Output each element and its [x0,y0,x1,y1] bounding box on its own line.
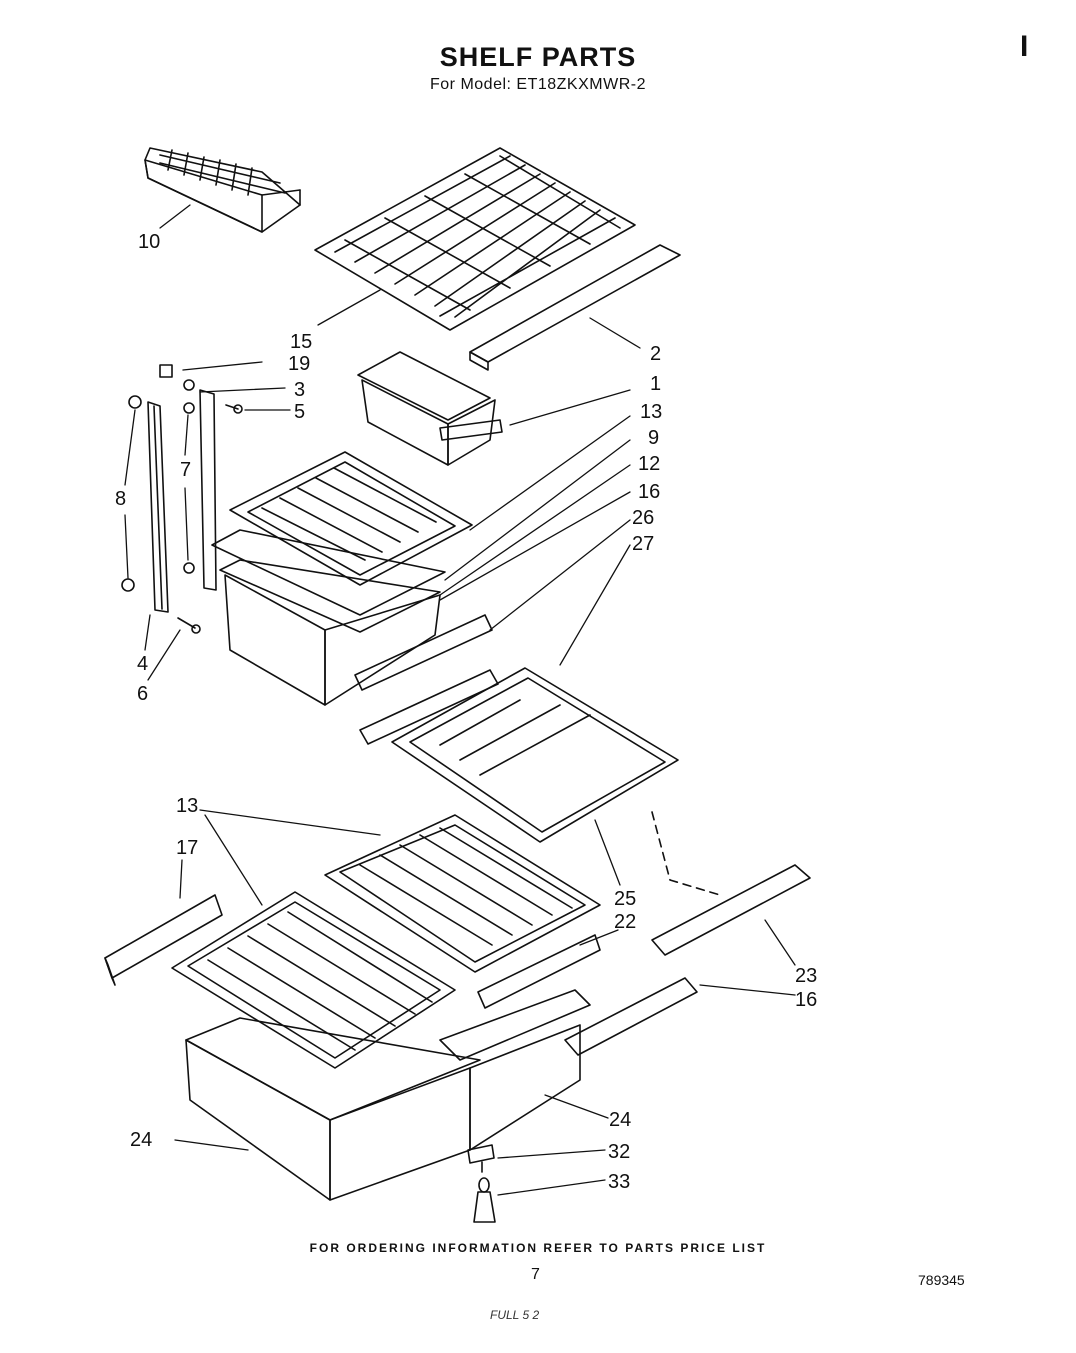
part-rail-26 [354,614,493,691]
part-crisper-drawer [224,574,441,706]
callout-26: 26 [632,507,654,529]
callout-12: 12 [638,453,660,475]
leader-lines [124,204,796,1196]
page-number: 7 [531,1266,540,1283]
callout-16-bottom: 16 [795,989,817,1011]
part-shelf-rail [469,244,681,371]
callout-24-left: 24 [130,1129,152,1151]
callout-5: 5 [294,401,305,423]
document-number: 789345 [918,1272,965,1288]
callout-numbers: 10 15 2 19 3 5 7 8 1 13 9 12 16 26 27 4 … [115,231,817,1193]
part-shelf-middle [324,814,601,973]
corner-mark: I [1020,30,1029,63]
part-shelf-upper [229,451,473,586]
callout-23: 23 [795,965,817,987]
model-subtitle: For Model: ET18ZKXMWR-2 [430,76,646,93]
callout-1: 1 [650,373,661,395]
callout-24-right: 24 [609,1109,631,1131]
callout-32: 32 [608,1141,630,1163]
part-glass-shelf [391,667,679,843]
part-vertical-support [121,389,217,613]
dashed-connector [651,811,721,896]
part-rail-17 [104,894,223,986]
callout-7: 7 [180,459,191,481]
part-door-bin [357,351,503,466]
part-screw [177,617,201,634]
callout-15: 15 [290,331,312,353]
callout-3: 3 [294,379,305,401]
callout-4: 4 [137,653,148,675]
callout-13-bottom: 13 [176,795,198,817]
part-rail-23 [651,864,811,956]
callout-25: 25 [614,888,636,910]
callout-19: 19 [288,353,310,375]
callout-8: 8 [115,488,126,510]
callout-16-top: 16 [638,481,660,503]
part-rail-16-lower [564,977,698,1056]
callout-10: 10 [138,231,160,253]
part-rail-22 [477,934,601,1009]
callout-6: 6 [137,683,148,705]
callout-33: 33 [608,1171,630,1193]
part-small-hardware [159,364,243,574]
part-pans [185,989,591,1201]
callout-9: 9 [648,427,659,449]
ordering-note: FOR ORDERING INFORMATION REFER TO PARTS … [309,1241,767,1255]
part-glide-and-leg [467,1144,496,1223]
handwritten-note: FULL 5 2 [490,1308,540,1322]
callout-13-top: 13 [640,401,662,423]
part-ice-tray [144,147,301,233]
part-shelf-lower [171,891,456,1069]
part-rail-27 [359,669,499,745]
callout-17: 17 [176,837,198,859]
callout-22: 22 [614,911,636,933]
page-title: SHELF PARTS [439,42,637,72]
callout-2: 2 [650,343,661,365]
part-wire-shelf [314,147,636,331]
callout-27: 27 [632,533,654,555]
part-crisper-cover [211,529,446,633]
